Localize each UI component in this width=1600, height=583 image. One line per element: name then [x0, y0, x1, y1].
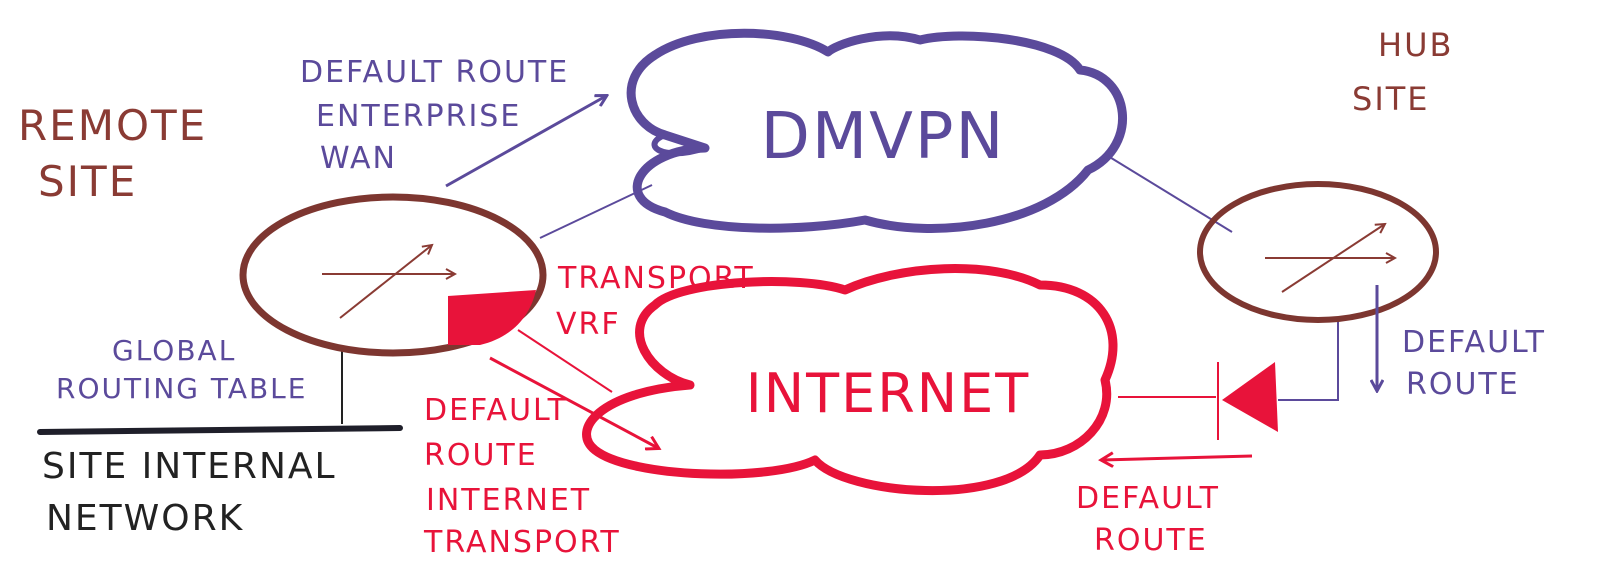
global-routing-table-label-line-2: ROUTING TABLE	[56, 372, 307, 405]
site-internal-network-label-line-1: SITE INTERNAL	[42, 446, 337, 487]
dmvpn-label: DMVPN	[761, 100, 1006, 174]
internet-transport-label: DEFAULT ROUTE INTERNET TRANSPORT	[423, 393, 621, 560]
hub-site-label-line-2: SITE	[1352, 80, 1430, 118]
hub-default-route-bottom-label: DEFAULT ROUTE	[1076, 481, 1220, 558]
remote-to-dmvpn-link	[539, 184, 653, 239]
hub-site-label: HUB SITE	[1352, 26, 1453, 118]
enterprise-wan-label: DEFAULT ROUTE ENTERPRISE WAN	[300, 55, 569, 176]
enterprise-wan-label-line-2: ENTERPRISE	[316, 99, 521, 134]
transport-vrf-label-line-2: VRF	[556, 307, 621, 342]
hub-default-route-bottom-label-line-1: DEFAULT	[1076, 481, 1220, 516]
hub-default-route-right-label: DEFAULT ROUTE	[1402, 325, 1546, 402]
global-routing-table-label-line-1: GLOBAL	[112, 334, 236, 367]
global-routing-table-label: GLOBAL ROUTING TABLE	[56, 334, 307, 405]
firewall-icon[interactable]	[1217, 362, 1278, 440]
router-icon	[322, 245, 455, 319]
internet-cloud[interactable]: INTERNET	[582, 264, 1118, 496]
dmvpn-cloud-curl	[651, 132, 706, 157]
internet-cloud-outline	[582, 264, 1118, 496]
remote-router[interactable]	[239, 193, 547, 357]
remote-router-body	[239, 193, 547, 357]
internet-label: INTERNET	[746, 362, 1030, 425]
connection-lines	[341, 155, 1339, 424]
transport-vrf-label-line-1: TRANSPORT	[557, 261, 755, 296]
enterprise-wan-label-line-3: WAN	[320, 141, 397, 176]
hub-default-route-bottom-label-line-2: ROUTE	[1094, 523, 1208, 558]
hub-router[interactable]	[1197, 181, 1439, 323]
remote-site-label-line-1: REMOTE	[18, 101, 207, 150]
remote-router-vrf-segment	[448, 290, 536, 345]
internet-transport-label-line-2: ROUTE	[424, 438, 538, 473]
site-internal-network-label-line-2: NETWORK	[46, 498, 244, 539]
hub-default-route-right-label-line-2: ROUTE	[1406, 367, 1520, 402]
internet-transport-label-line-1: DEFAULT	[424, 393, 568, 428]
hub-site-label-line-1: HUB	[1378, 26, 1453, 64]
site-internal-network-bar	[37, 425, 403, 435]
enterprise-wan-label-line-1: DEFAULT ROUTE	[300, 55, 569, 90]
remote-to-internet-link	[517, 329, 613, 393]
remote-site-label: REMOTE SITE	[18, 101, 207, 206]
hub-default-route-left-arrow	[1102, 456, 1253, 460]
transport-vrf-label: TRANSPORT VRF	[556, 261, 755, 342]
hub-router-body	[1197, 181, 1439, 323]
internet-transport-label-line-3: INTERNET	[426, 483, 591, 518]
route-arrows	[445, 96, 1377, 460]
router-icon	[1265, 224, 1395, 293]
remote-site-label-line-2: SITE	[38, 157, 137, 206]
dmvpn-cloud[interactable]: DMVPN	[626, 28, 1127, 233]
site-internal-network-label: SITE INTERNAL NETWORK	[42, 446, 337, 539]
hub-default-route-right-label-line-1: DEFAULT	[1402, 325, 1546, 360]
internet-transport-label-line-4: TRANSPORT	[423, 525, 621, 560]
internet-transport-default-route-arrow	[489, 356, 658, 448]
enterprise-wan-default-route-arrow	[445, 96, 606, 188]
firewall-to-hub-link	[1278, 318, 1339, 401]
dmvpn-cloud-outline	[626, 28, 1127, 233]
